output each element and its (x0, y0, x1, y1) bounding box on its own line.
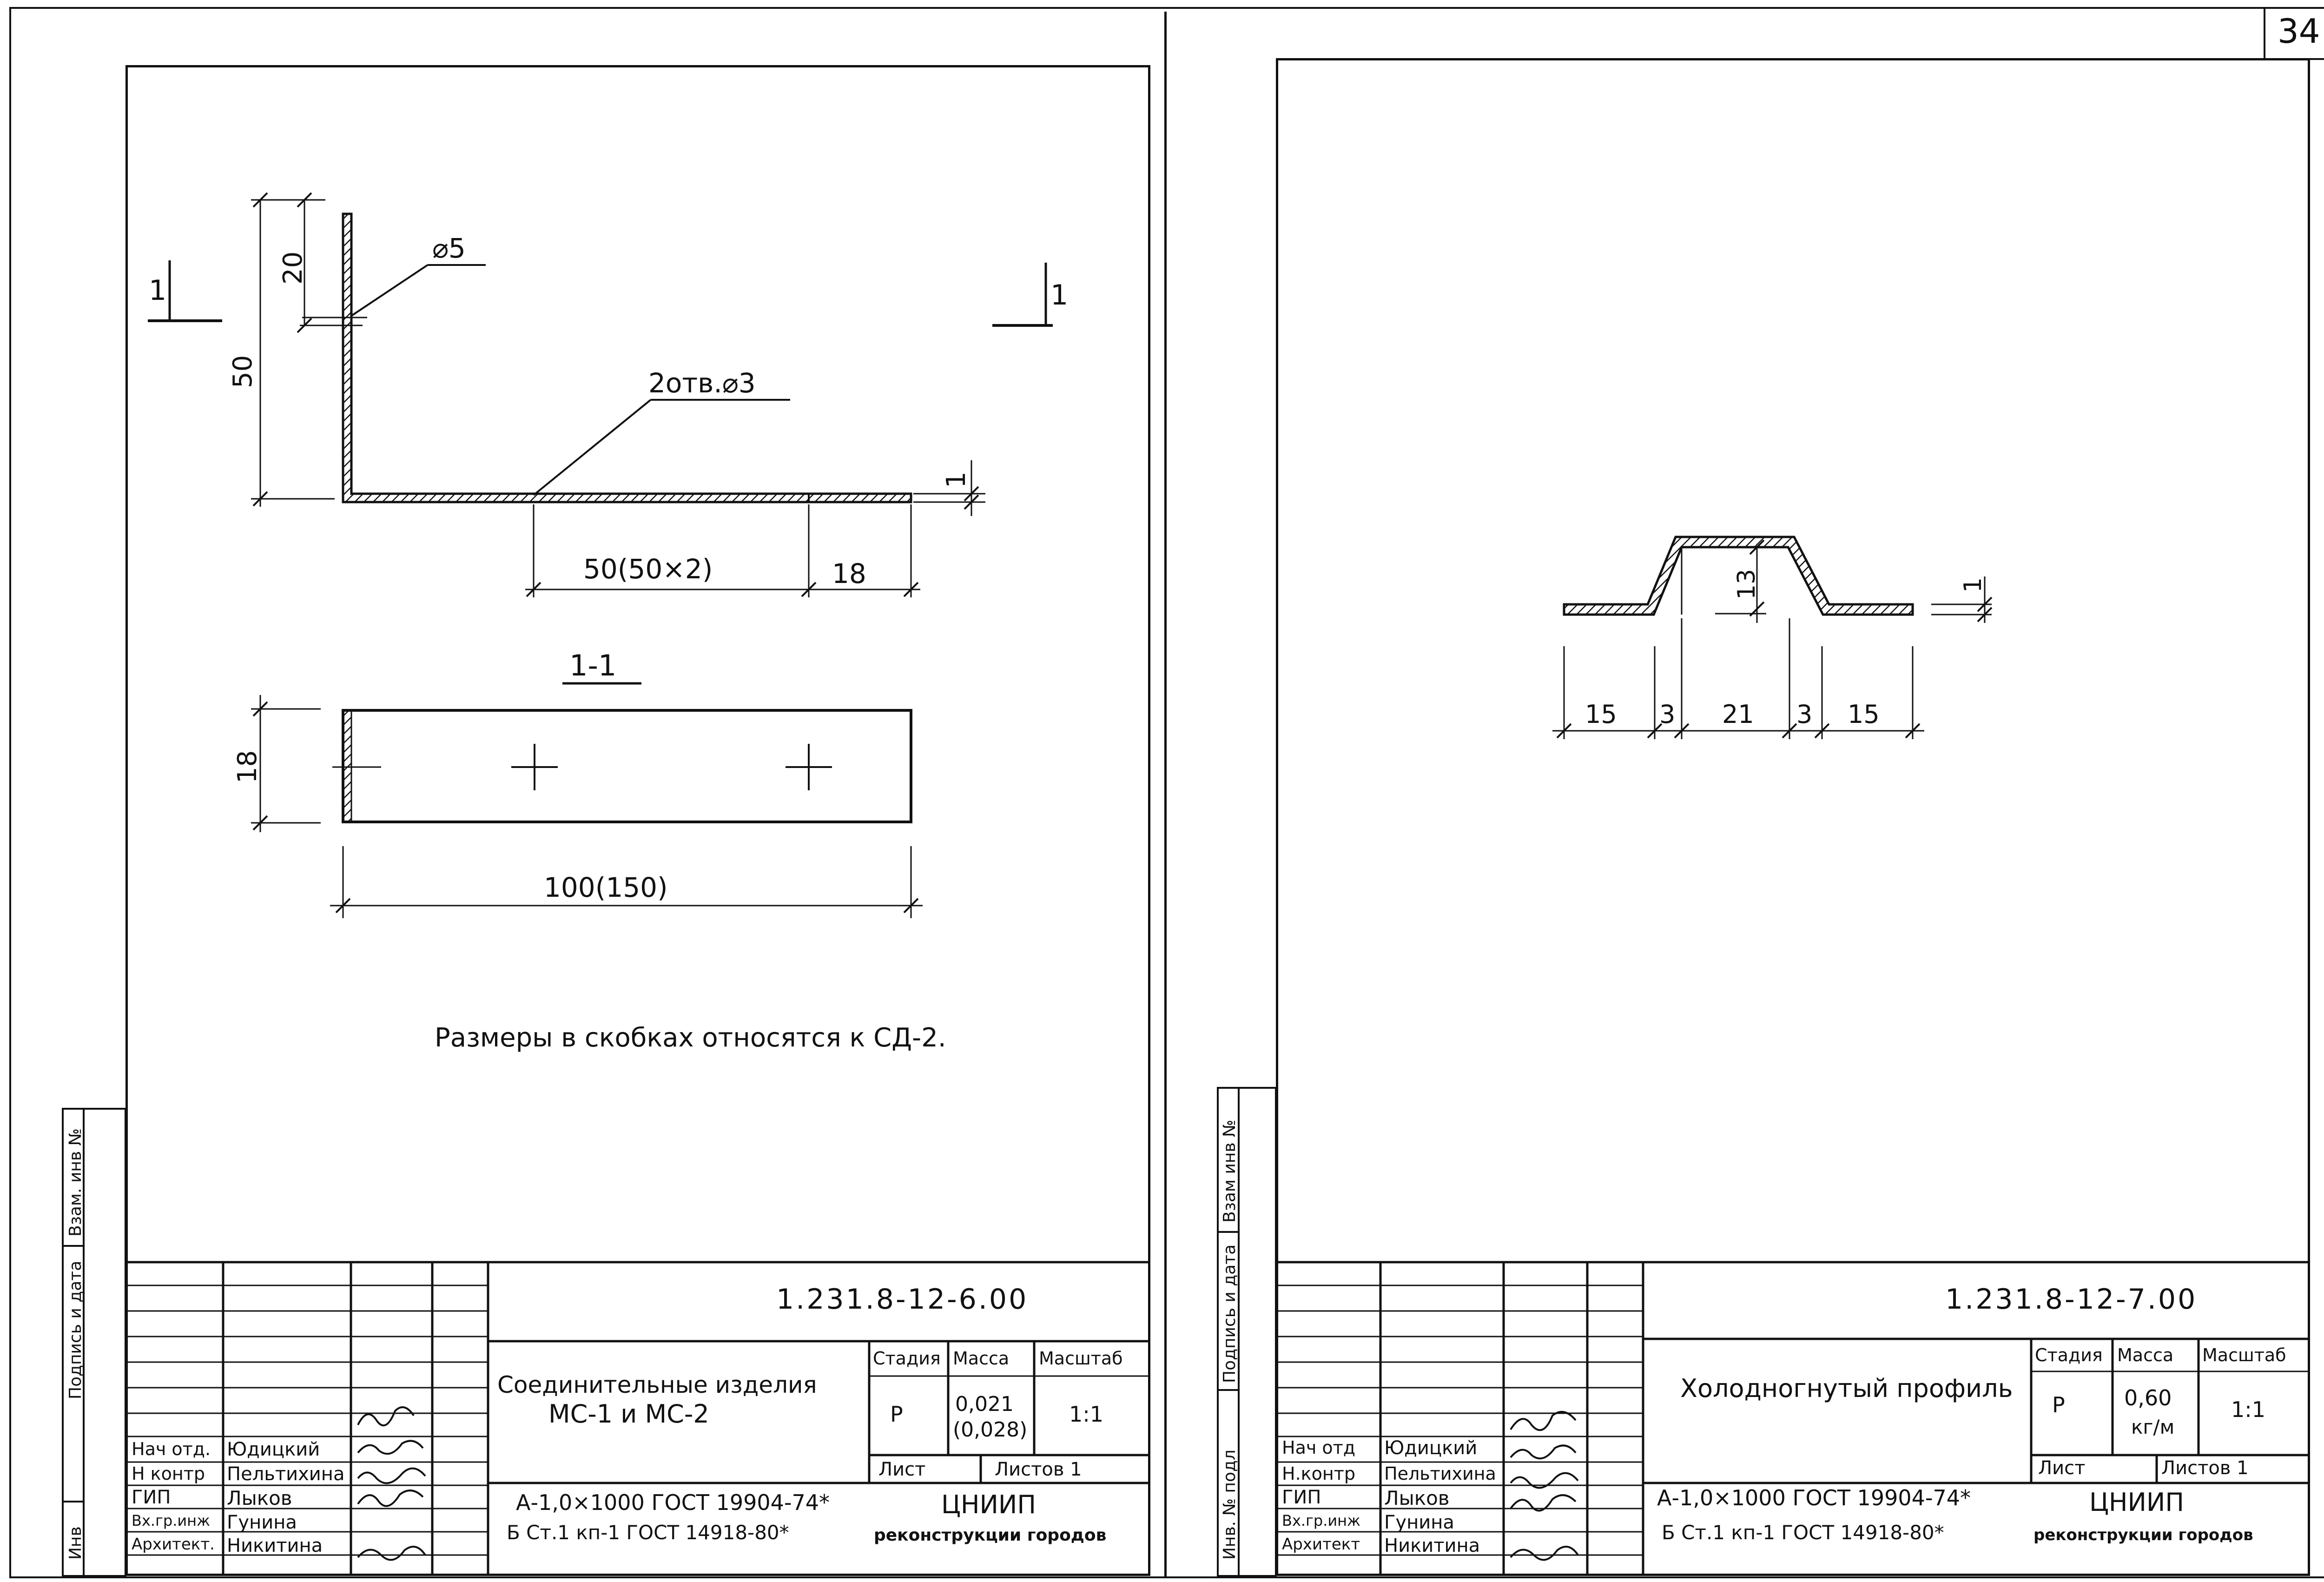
right-material-line2: Б Ст.1 кп-1 ГОСТ 14918-80* (1662, 1521, 1944, 1544)
dim-bottom-3: 21 (1722, 700, 1754, 729)
dim-thickness-right: 1 (1959, 577, 1987, 593)
right-sheet-frame (1276, 58, 2310, 1576)
left-name-4: Гунина (227, 1512, 297, 1533)
dim-bottom-4: 3 (1796, 700, 1813, 729)
left-side-inv: Инв (66, 1526, 85, 1560)
right-stage-header: Стадия (2035, 1345, 2103, 1365)
outer-page-frame (9, 7, 2324, 1578)
left-role-3: ГИП (132, 1487, 171, 1508)
left-role-4: Вх.гр.инж (132, 1512, 210, 1529)
left-material-line1: А-1,0×1000 ГОСТ 19904-74* (516, 1490, 830, 1515)
dim-thickness: 1 (941, 471, 971, 488)
right-scale-value: 1:1 (2231, 1397, 2266, 1422)
dim-13: 13 (1733, 569, 1761, 600)
left-side-strip (62, 1108, 126, 1577)
right-scale-header: Масштаб (2202, 1345, 2286, 1365)
left-mass-value2: (0,028) (953, 1418, 1028, 1442)
section-title: 1-1 (569, 649, 617, 682)
dim-50-horizontal: 50(50×2) (583, 553, 713, 585)
left-scale-header: Масштаб (1039, 1348, 1123, 1369)
page-number: 34 (2278, 12, 2320, 51)
left-doc-code: 1.231.8-12-6.00 (776, 1283, 1029, 1316)
cold-formed-profile (1552, 536, 1993, 739)
section-1-1-view (251, 682, 923, 918)
right-sheet-label: Лист (2038, 1457, 2086, 1479)
dim-bottom-5: 15 (1848, 700, 1880, 729)
right-name-1: Юдицкий (1384, 1437, 1478, 1459)
dim-50-vertical: 50 (228, 355, 258, 388)
right-role-5: Архитект (1282, 1535, 1360, 1554)
left-title-block-grid (128, 1261, 1150, 1576)
holes-label: 2отв.⌀3 (648, 367, 756, 399)
left-title-line2: МС-1 и МС-2 (548, 1399, 709, 1429)
left-mass-value1: 0,021 (955, 1392, 1014, 1416)
sheet-note: Размеры в скобках относятся к СД-2. (435, 1023, 946, 1053)
dim-20: 20 (278, 251, 308, 285)
dim-100: 100(150) (544, 872, 668, 903)
left-name-1: Юдицкий (227, 1439, 320, 1460)
right-role-3: ГИП (1282, 1487, 1321, 1508)
right-sheets-label: Листов 1 (2161, 1457, 2249, 1479)
dim-bottom-2: 3 (1659, 700, 1676, 729)
right-mass-header: Масса (2117, 1345, 2174, 1365)
section-marker-left: 1 (149, 274, 167, 307)
dim-18-vertical: 18 (232, 750, 263, 783)
dim-bottom-1: 15 (1585, 700, 1617, 729)
right-org-line2: реконструкции городов (2034, 1526, 2253, 1544)
left-sheet-frame (125, 65, 1150, 1576)
left-role-5: Архитект. (132, 1535, 215, 1554)
right-side-vzam-inv: Взам инв № (1220, 1119, 1239, 1223)
hole-diameter-label: ⌀5 (432, 232, 466, 264)
left-stage-header: Стадия (873, 1348, 941, 1369)
left-role-2: Н контр (132, 1463, 205, 1484)
left-side-podpis-data: Подпись и дата (66, 1260, 85, 1399)
right-signatures (1510, 1411, 1579, 1561)
right-material-line1: А-1,0×1000 ГОСТ 19904-74* (1657, 1485, 1971, 1510)
left-org-line1: ЦНИИП (941, 1490, 1036, 1519)
right-org-line1: ЦНИИП (2089, 1488, 2184, 1517)
dim-18-horizontal: 18 (832, 558, 866, 589)
left-sheet-label: Лист (878, 1459, 926, 1480)
right-role-2: Н.контр (1282, 1463, 1355, 1484)
left-signatures (357, 1406, 426, 1561)
right-mass-value2: кг/м (2131, 1416, 2175, 1438)
left-mass-header: Масса (953, 1348, 1010, 1369)
left-org-line2: реконструкции городов (874, 1526, 1107, 1545)
right-title-block-grid (1278, 1261, 2310, 1576)
right-mass-value1: 0,60 (2124, 1385, 2172, 1410)
left-stage-value: Р (890, 1402, 903, 1427)
section-marker-right: 1 (1050, 279, 1069, 311)
right-role-1: Нач отд (1282, 1437, 1356, 1458)
right-stage-value: Р (2052, 1392, 2065, 1417)
l-bracket-elevation (148, 192, 1053, 597)
right-name-4: Гунина (1384, 1512, 1454, 1533)
left-scale-value: 1:1 (1069, 1402, 1104, 1427)
right-title-line1: Холодногнутый профиль (1680, 1374, 2013, 1403)
page-divider (1164, 12, 1167, 1578)
left-name-3: Лыков (227, 1487, 292, 1509)
right-name-5: Никитина (1384, 1535, 1480, 1556)
right-name-3: Лыков (1384, 1487, 1450, 1509)
left-title-line1: Соединительные изделия (497, 1371, 817, 1398)
left-role-1: Нач отд. (132, 1439, 211, 1459)
left-name-2: Пельтихина (227, 1463, 345, 1485)
left-name-5: Никитина (227, 1535, 323, 1556)
right-side-podpis-data: Подпись и дата (1220, 1244, 1239, 1383)
left-sheets-label: Листов 1 (995, 1459, 1082, 1480)
right-side-inv-podl: Инв. № подл (1220, 1450, 1239, 1560)
right-doc-code: 1.231.8-12-7.00 (1945, 1283, 2198, 1316)
left-material-line2: Б Ст.1 кп-1 ГОСТ 14918-80* (507, 1521, 789, 1544)
left-side-vzam-inv: Взам. инв № (66, 1128, 85, 1237)
right-role-4: Вх.гр.инж (1282, 1512, 1360, 1529)
right-side-strip (1217, 1087, 1277, 1577)
right-name-2: Пельтихина (1384, 1463, 1496, 1484)
